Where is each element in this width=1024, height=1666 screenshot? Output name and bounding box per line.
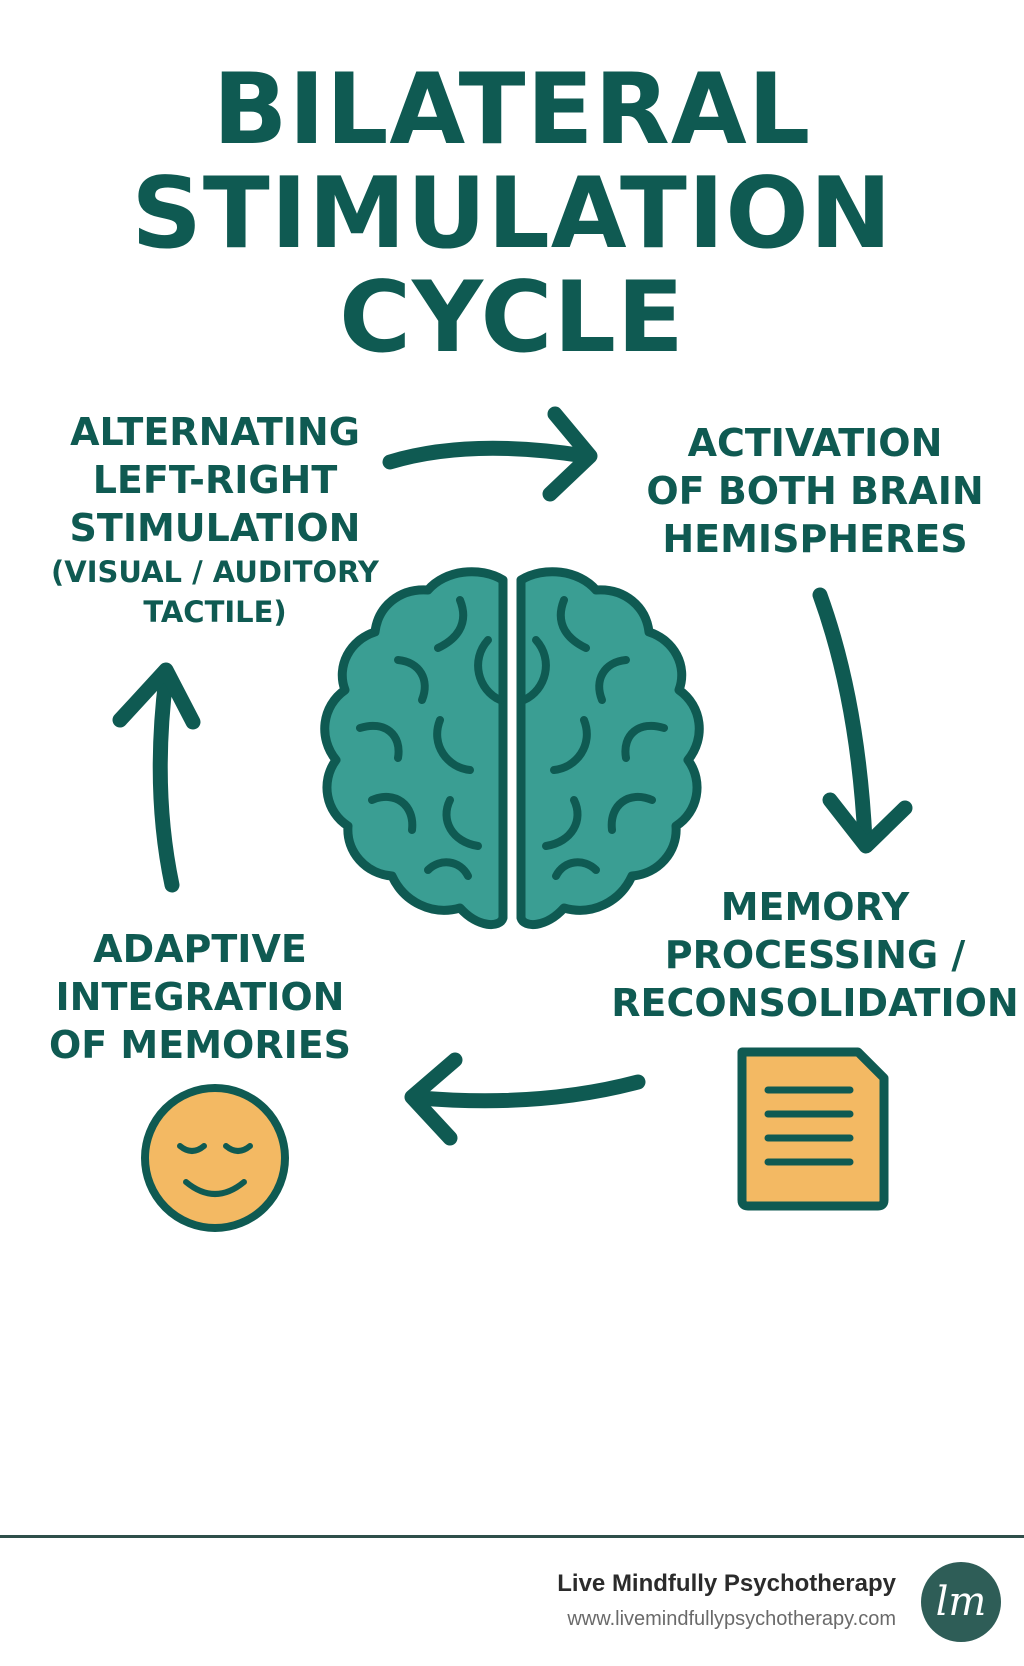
step-alternating-stimulation: ALTERNATING LEFT-RIGHT STIMULATION (VISU… (20, 408, 410, 632)
footer-divider (0, 1535, 1024, 1538)
step1-sub-2: TACTILE) (143, 595, 287, 629)
step1-line-1: ALTERNATING (70, 410, 360, 454)
step-activation-hemispheres: ACTIVATION OF BOTH BRAIN HEMISPHERES (620, 419, 1010, 563)
arrow-down-icon (812, 587, 913, 854)
step2-line-3: HEMISPHERES (662, 517, 968, 561)
step2-line-2: OF BOTH BRAIN (646, 469, 984, 513)
step-adaptive-integration: ADAPTIVE INTEGRATION OF MEMORIES (20, 925, 380, 1069)
brand-url: www.livemindfullypsychotherapy.com (567, 1608, 896, 1630)
step-memory-processing: MEMORY PROCESSING / RECONSOLIDATION (610, 883, 1020, 1027)
arrow-right-icon (382, 406, 598, 502)
step4-line-1: ADAPTIVE (93, 927, 307, 971)
step3-line-3: RECONSOLIDATION (611, 981, 1019, 1025)
title-line-3: CYCLE (339, 261, 685, 375)
step3-line-2: PROCESSING / (664, 933, 966, 977)
page-title: BILATERAL STIMULATION CYCLE (0, 58, 1024, 370)
step2-line-1: ACTIVATION (687, 421, 943, 465)
smiley-face-icon (141, 1084, 289, 1232)
arrow-left-icon (404, 1052, 646, 1146)
arrow-up-icon (112, 662, 201, 893)
step1-sub-1: (VISUAL / AUDITORY (51, 555, 379, 589)
title-line-2: STIMULATION (131, 157, 893, 271)
document-icon (737, 1047, 889, 1211)
brand-logo: lm (921, 1562, 1001, 1642)
step3-line-1: MEMORY (720, 885, 910, 929)
step4-line-3: OF MEMORIES (48, 1023, 352, 1067)
title-line-1: BILATERAL (212, 53, 812, 167)
step1-line-2: LEFT-RIGHT (92, 458, 338, 502)
brain-icon (320, 567, 704, 929)
step1-line-3: STIMULATION (69, 506, 361, 550)
step4-line-2: INTEGRATION (55, 975, 345, 1019)
brand-name: Live Mindfully Psychotherapy (557, 1570, 896, 1597)
